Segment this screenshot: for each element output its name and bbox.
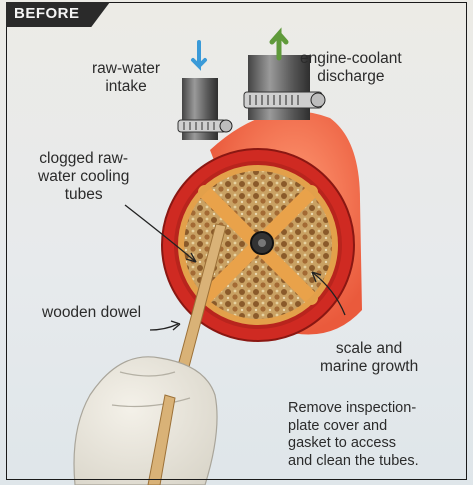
before-badge-label: BEFORE <box>14 5 80 22</box>
scale-growth-label: scale and marine growth <box>320 340 418 376</box>
instruction-note: Remove inspection- plate cover and gaske… <box>288 400 419 470</box>
discharge-label: engine-coolant discharge <box>300 50 402 86</box>
intake-label: raw-water intake <box>92 60 160 96</box>
clogged-tubes-label: clogged raw- water cooling tubes <box>38 150 129 204</box>
wooden-dowel-label: wooden dowel <box>42 304 141 322</box>
